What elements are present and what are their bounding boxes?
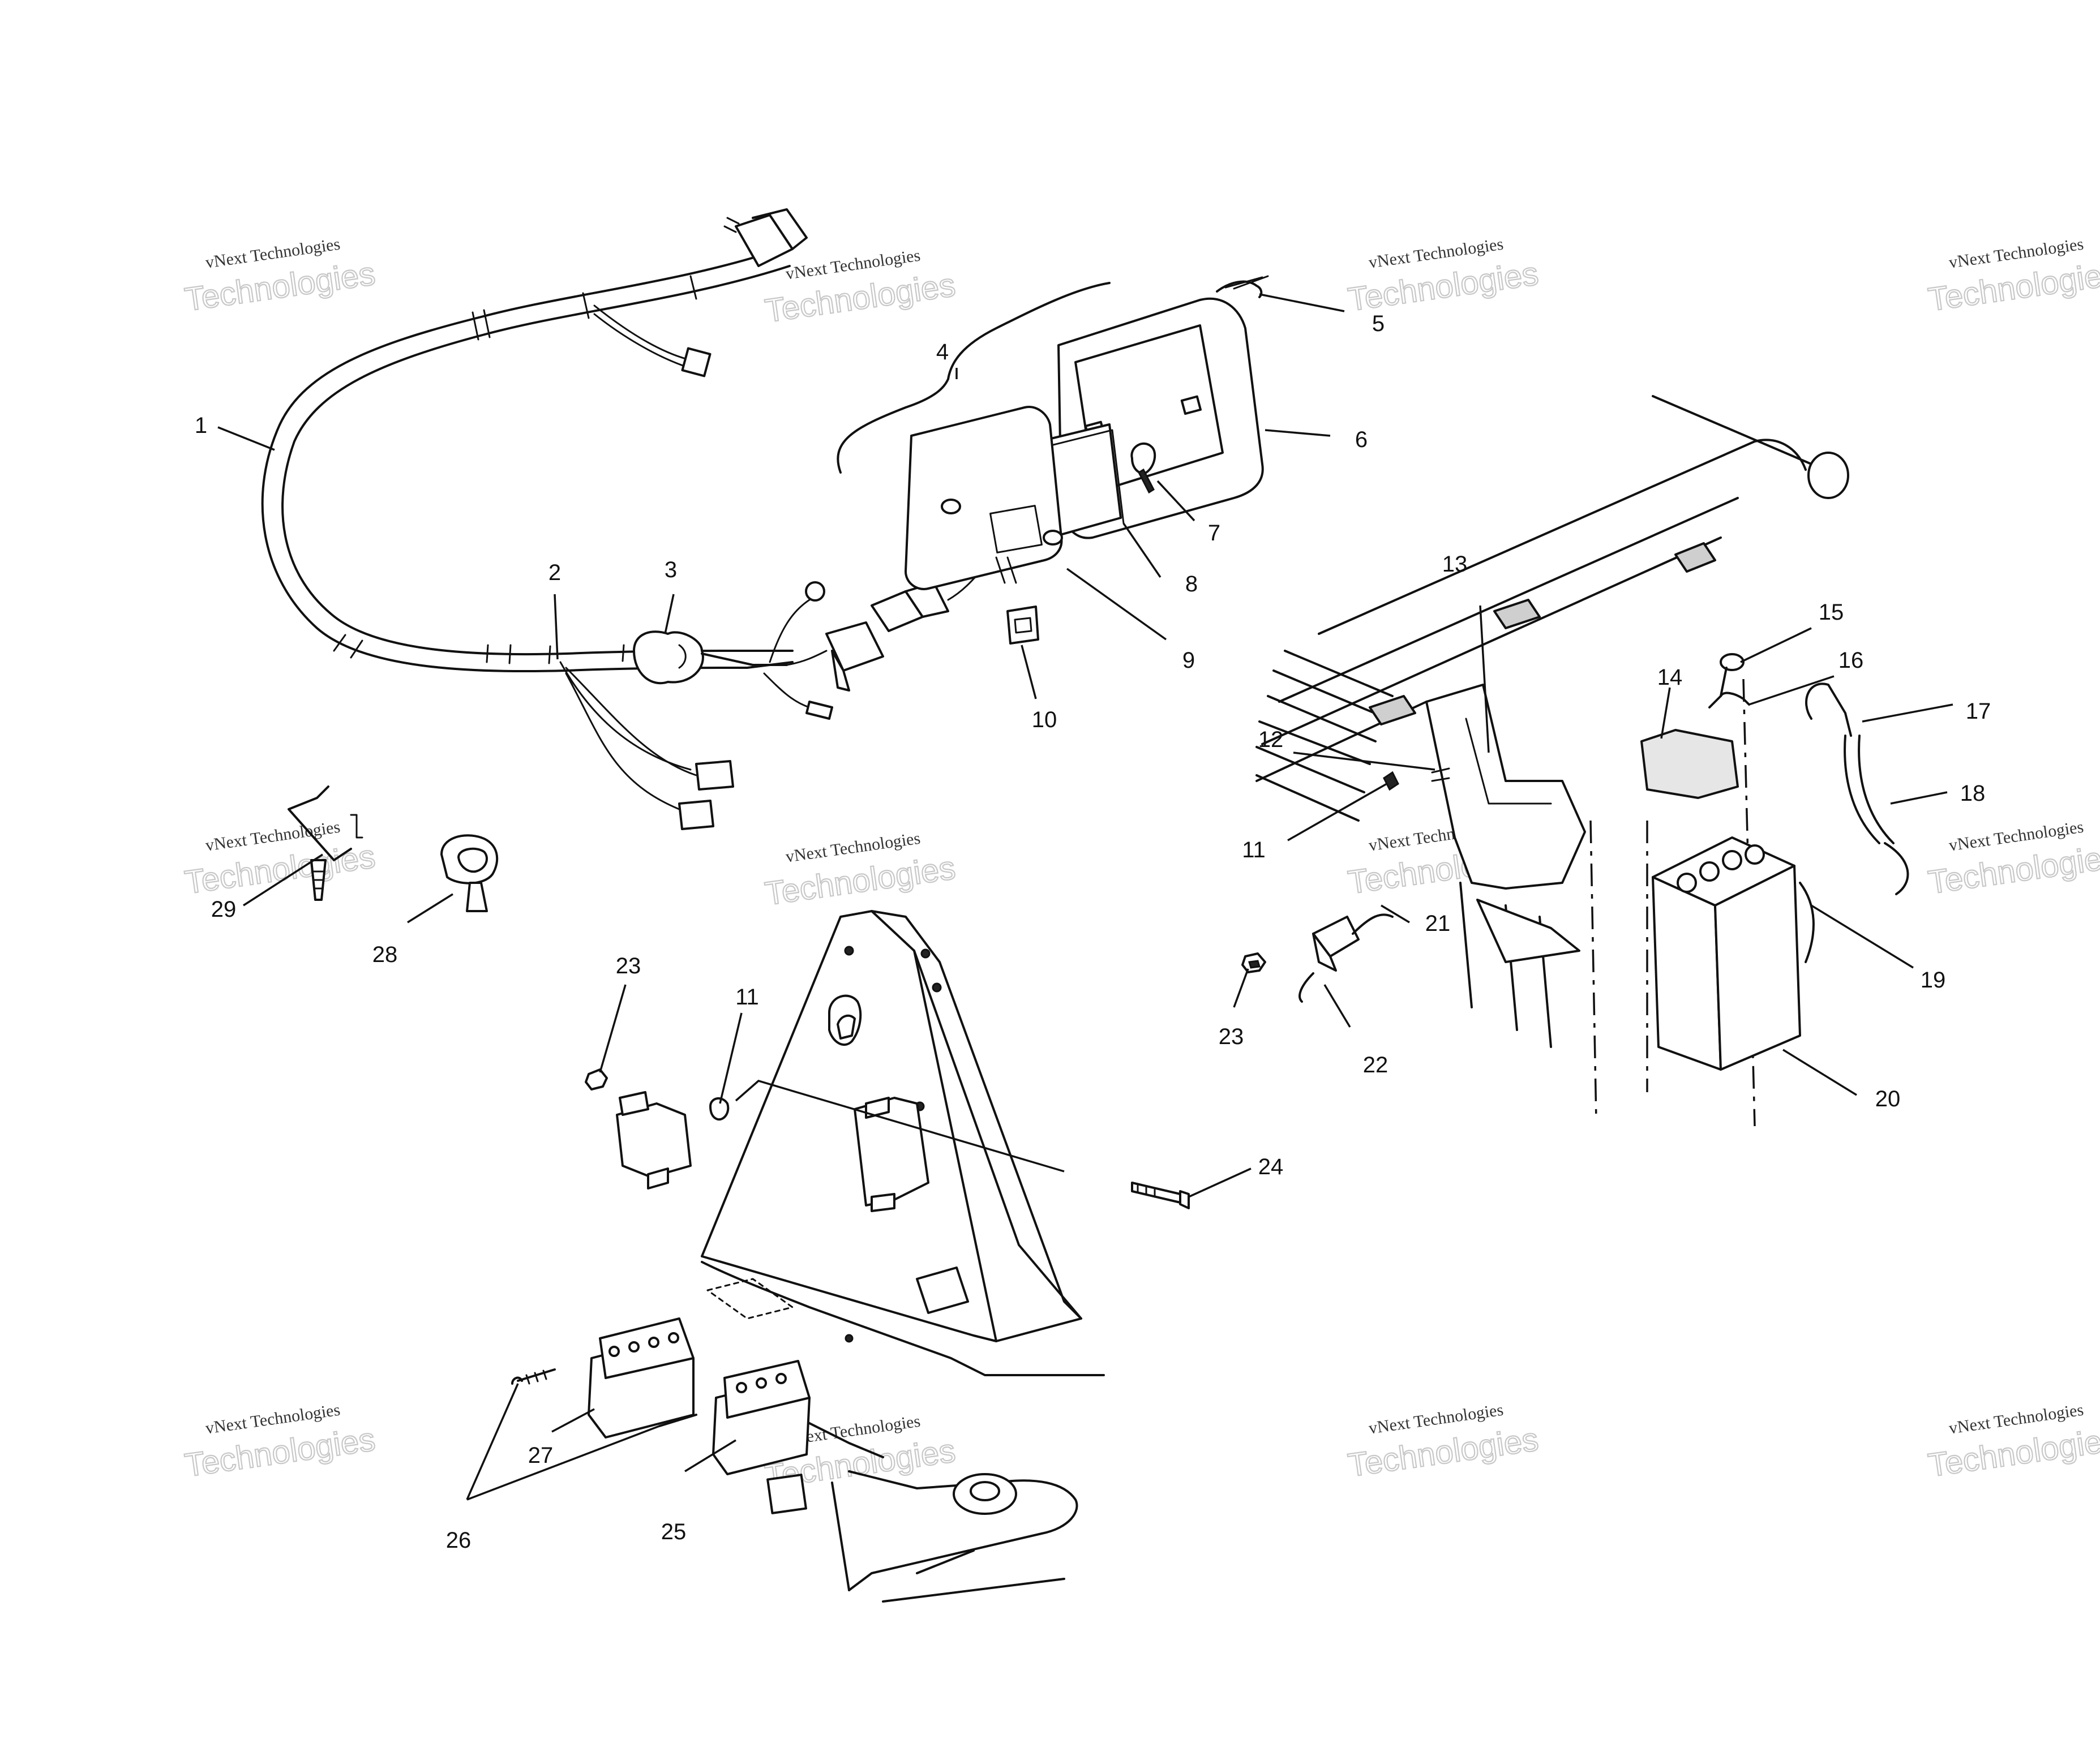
callout-8: 8	[1185, 572, 1198, 596]
callout-11-frame: 11	[1242, 838, 1266, 862]
watermark-2: Technologies vNext Technologies	[762, 246, 958, 330]
watermark-8: Technologies vNext Technologies	[1925, 818, 2100, 902]
callout-28: 28	[372, 942, 398, 967]
callout-27: 27	[528, 1443, 554, 1468]
callout-1: 1	[195, 413, 207, 438]
wiring-harness	[261, 208, 992, 830]
callout-15: 15	[1819, 600, 1844, 625]
callout-3: 3	[665, 557, 677, 582]
callout-19: 19	[1921, 968, 1946, 993]
callout-25: 25	[661, 1519, 687, 1544]
callout-12: 12	[1258, 727, 1284, 752]
tail-light-assembly	[837, 275, 1269, 645]
callout-17: 17	[1966, 699, 1991, 724]
callout-13: 13	[1442, 552, 1468, 577]
callout-23-bracket: 23	[616, 954, 641, 978]
callout-11-bracket: 11	[735, 985, 759, 1010]
watermark-3: Technologies vNext Technologies	[1345, 235, 1541, 319]
callout-23-frame: 23	[1219, 1024, 1244, 1049]
rear-frame	[1241, 395, 1909, 1127]
callout-10: 10	[1032, 707, 1057, 732]
callout-7: 7	[1208, 521, 1220, 546]
watermark-11: Technologies vNext Technologies	[1345, 1401, 1541, 1485]
callout-18: 18	[1960, 781, 1986, 806]
callout-22: 22	[1363, 1053, 1388, 1077]
watermark-6: Technologies vNext Technologies	[762, 829, 958, 913]
callout-21: 21	[1425, 911, 1451, 936]
watermark-1: Technologies vNext Technologies	[182, 235, 378, 319]
callout-26: 26	[446, 1528, 472, 1553]
watermark-5: Technologies vNext Technologies	[182, 818, 378, 902]
callout-2: 2	[548, 560, 561, 585]
callout-16: 16	[1838, 648, 1864, 673]
callout-14: 14	[1657, 665, 1683, 690]
callout-29: 29	[211, 897, 237, 922]
callout-20: 20	[1875, 1087, 1901, 1111]
callout-6: 6	[1355, 427, 1368, 452]
callout-numbers: 1 2 3 4 5 6 7 8 9 10 11 11 12 13 14 15 1…	[195, 311, 1991, 1553]
watermark-9: Technologies vNext Technologies	[182, 1401, 378, 1485]
watermark-12: Technologies vNext Technologies	[1925, 1401, 2100, 1485]
small-fasteners	[288, 785, 499, 912]
callout-24: 24	[1258, 1154, 1284, 1179]
callout-4: 4	[936, 340, 949, 364]
watermark-4: Technologies vNext Technologies	[1925, 235, 2100, 319]
electrical-bracket	[511, 910, 1190, 1603]
leader-lines	[217, 293, 1953, 1501]
callout-5: 5	[1372, 311, 1385, 336]
callout-9: 9	[1182, 648, 1195, 673]
